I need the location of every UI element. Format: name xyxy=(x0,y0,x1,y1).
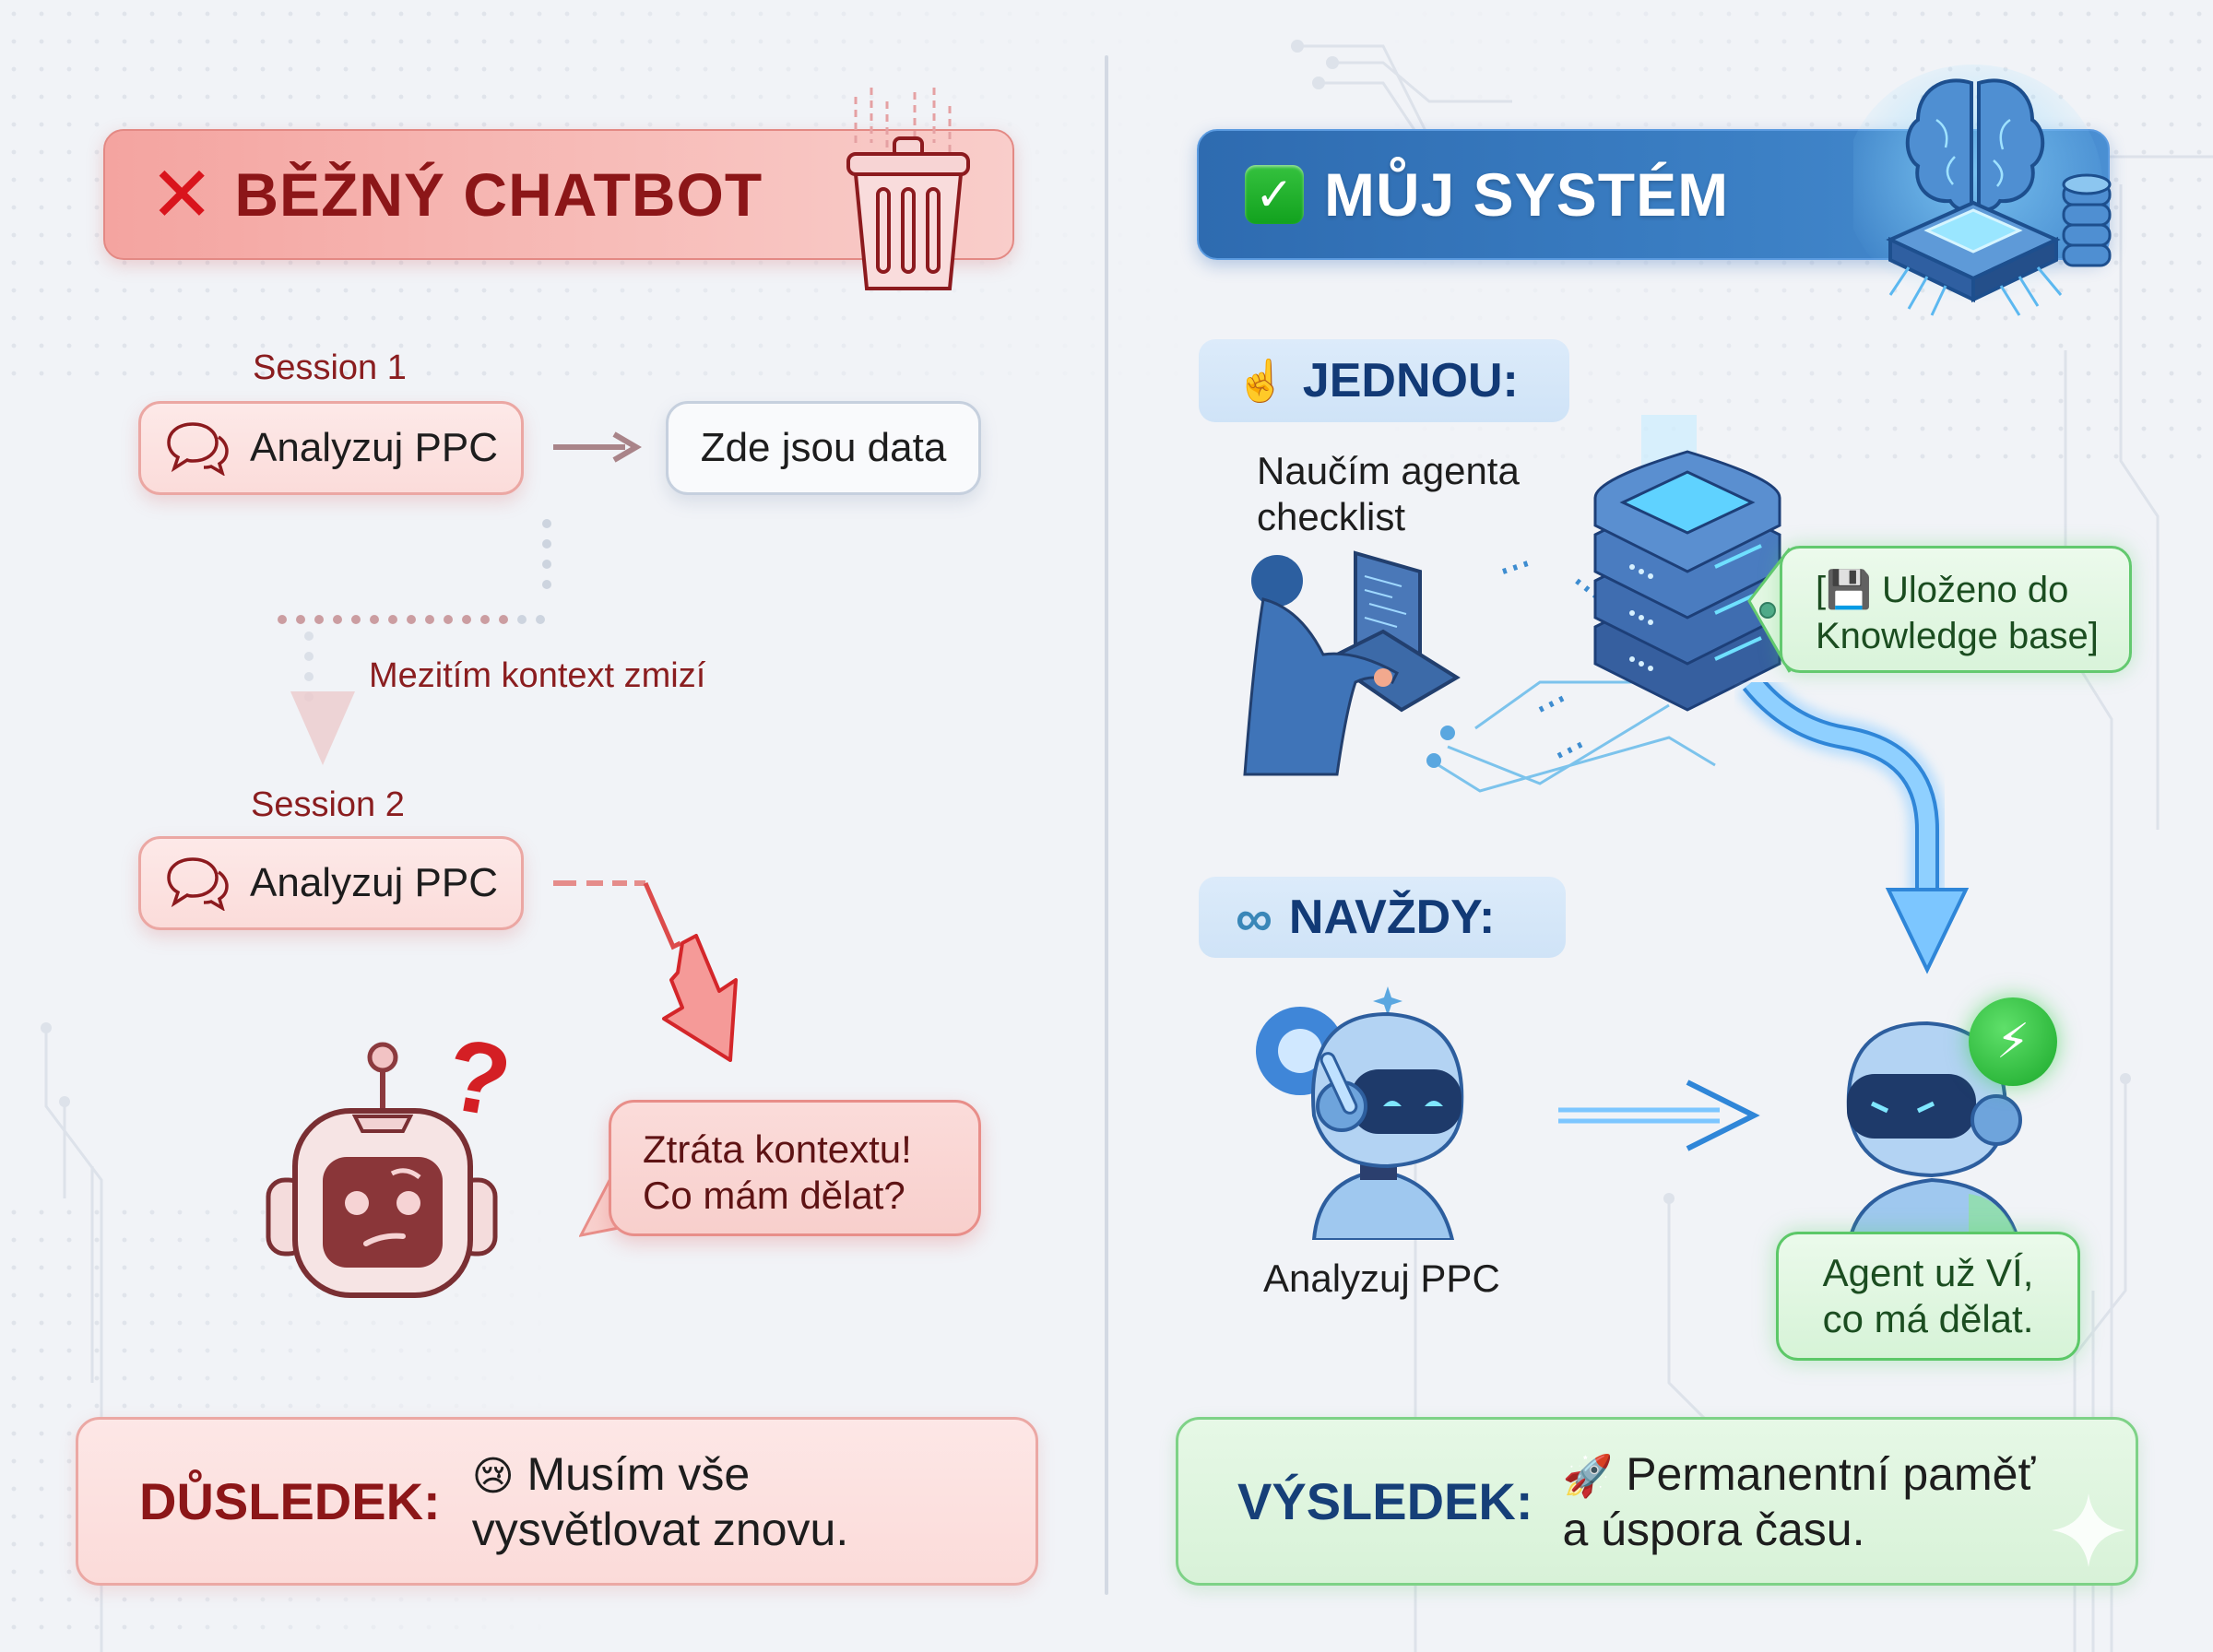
path-dot xyxy=(333,615,342,624)
speech-line-2: Co mám dělat? xyxy=(643,1174,905,1218)
session-1-label: Session 1 xyxy=(253,348,407,387)
forever-label-pill: ∞ NAVŽDY: xyxy=(1199,877,1566,958)
path-dot xyxy=(388,615,397,624)
path-dot xyxy=(296,615,305,624)
robot-caption: Analyzuj PPC xyxy=(1263,1257,1500,1300)
path-dot xyxy=(536,615,545,624)
path-dot xyxy=(542,519,551,528)
pointing-finger-icon: ☝️ xyxy=(1236,359,1286,404)
path-dot xyxy=(542,560,551,569)
rocket-icon: 🚀 xyxy=(1562,1453,1614,1499)
consequence-line-2: vysvětlovat znovu. xyxy=(471,1503,849,1555)
lightning-badge-icon: ⚡ xyxy=(1969,997,2057,1086)
path-dot xyxy=(542,580,551,589)
path-dot xyxy=(517,615,527,624)
result-line-1: Permanentní paměť xyxy=(1626,1447,2036,1500)
once-label: JEDNOU: xyxy=(1302,354,1519,407)
chat-bubbles-icon xyxy=(167,422,229,476)
sparkle-icon xyxy=(2052,1493,2125,1567)
arrow-right-icon xyxy=(553,431,642,463)
confused-robot-icon xyxy=(266,1042,498,1298)
consequence-label: DŮSLEDEK: xyxy=(139,1472,441,1530)
agent-knows-line-1: Agent už VÍ, xyxy=(1822,1250,2034,1294)
knowledge-base-tag: [💾 Uloženo do Knowledge base] xyxy=(1780,546,2132,673)
session-2-label: Session 2 xyxy=(251,785,405,824)
section-divider xyxy=(1105,55,1108,1595)
cross-mark-icon: ✕ xyxy=(149,151,215,238)
agent-knows-bubble: Agent už VÍ, co má dělat. xyxy=(1776,1232,2080,1361)
context-lost-speech-bubble: Ztráta kontextu! Co mám dělat? xyxy=(609,1100,981,1236)
context-lost-caption: Mezitím kontext zmizí xyxy=(369,656,706,695)
path-dot xyxy=(314,615,324,624)
flow-arrow-down-icon xyxy=(1737,682,1970,974)
path-dot xyxy=(304,631,314,641)
result-box: VÝSLEDEK: 🚀 Permanentní paměť a úspora č… xyxy=(1176,1417,2138,1586)
session-2-request-bubble: Analyzuj PPC xyxy=(138,836,524,930)
path-dot xyxy=(407,615,416,624)
chat-bubbles-icon xyxy=(167,857,229,911)
path-dot xyxy=(480,615,490,624)
crying-face-icon: 😢 xyxy=(471,1453,515,1499)
left-header-title: BĚŽNÝ CHATBOT xyxy=(234,160,763,229)
consequence-line-1: Musím vše xyxy=(527,1447,751,1500)
path-dot xyxy=(542,539,551,549)
path-dot xyxy=(304,672,314,681)
knowledge-base-tag-line-2: Knowledge base] xyxy=(1816,616,2099,656)
session-1-request-text: Analyzuj PPC xyxy=(250,425,499,470)
agent-robot-icon xyxy=(1256,986,1464,1240)
path-dot xyxy=(351,615,361,624)
forever-label: NAVŽDY: xyxy=(1288,891,1496,944)
path-dot xyxy=(425,615,434,624)
right-header-title: MŮJ SYSTÉM xyxy=(1324,160,1730,229)
path-dot xyxy=(462,615,471,624)
path-dot xyxy=(278,615,287,624)
context-fade-dotted-path xyxy=(278,519,551,765)
server-stack-icon xyxy=(1593,415,1781,712)
broken-arrow-down-icon xyxy=(553,880,738,1062)
result-label: VÝSLEDEK: xyxy=(1237,1472,1533,1530)
ai-brain-chip-icon xyxy=(1853,65,2112,316)
once-label-pill: ☝️ JEDNOU: xyxy=(1199,339,1569,422)
knowledge-base-tag-line-1: [💾 Uloženo do xyxy=(1816,570,2069,610)
speech-line-1: Ztráta kontextu! xyxy=(643,1127,912,1171)
result-line-2: a úspora času. xyxy=(1562,1503,1865,1555)
session-1-response-text: Zde jsou data xyxy=(700,425,947,470)
agent-knows-line-2: co má dělat. xyxy=(1822,1297,2034,1340)
person-at-laptop-illustration xyxy=(1243,550,1716,793)
infinity-icon: ∞ xyxy=(1236,888,1272,947)
path-dot xyxy=(499,615,508,624)
teach-agent-text: Naučím agenta checklist xyxy=(1257,449,1520,539)
session-1-request-bubble: Analyzuj PPC xyxy=(138,401,524,495)
path-dot xyxy=(444,615,453,624)
transition-arrow-right-icon xyxy=(1558,1080,1760,1151)
trash-can-icon xyxy=(846,88,970,290)
path-dot xyxy=(370,615,379,624)
check-mark-icon: ✓ xyxy=(1245,165,1304,224)
session-2-request-text: Analyzuj PPC xyxy=(250,860,499,905)
session-1-response-bubble: Zde jsou data xyxy=(666,401,981,495)
consequence-box: DŮSLEDEK: 😢 Musím vše vysvětlovat znovu. xyxy=(76,1417,1038,1586)
path-dot xyxy=(304,652,314,661)
